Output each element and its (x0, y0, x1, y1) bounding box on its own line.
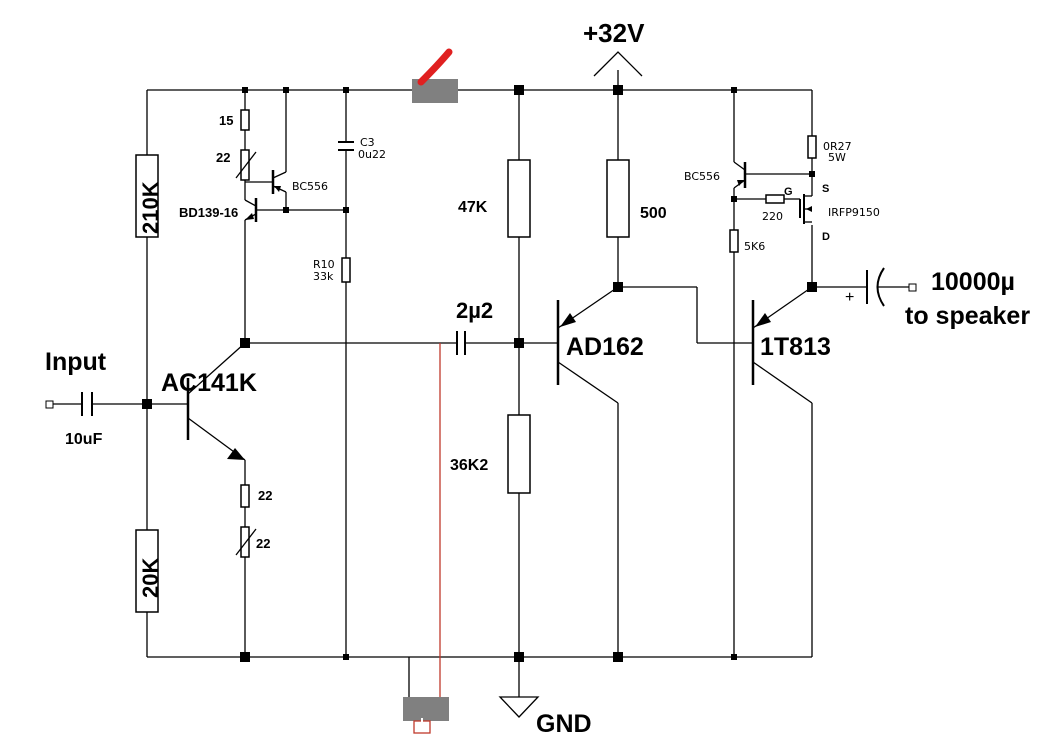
supply-ground-symbols (498, 51, 643, 718)
input-cap-label: 10uF (65, 431, 103, 448)
bc556-left-label: BC556 (292, 180, 328, 193)
c3-name-label: C3 (360, 136, 375, 149)
wires (53, 70, 909, 700)
input-terminal (45, 400, 54, 409)
r500-label: 500 (640, 205, 667, 222)
bias-bottom-label: 20K (138, 558, 163, 598)
input-label: Input (45, 348, 107, 376)
labels: +32V GND Input 10uF 10000µ to speaker 21… (45, 18, 1030, 738)
bc556-right-label: BC556 (684, 170, 720, 183)
resistor-r10 (341, 257, 351, 283)
r36k2-label: 36K2 (450, 457, 488, 474)
supply-label: +32V (583, 18, 645, 48)
transistors (186, 161, 813, 461)
resistor-0r27 (807, 135, 817, 159)
pot22-emitter-label: 22 (256, 536, 270, 551)
junction-dots (45, 85, 917, 662)
resistor-36k2 (507, 414, 531, 494)
output-note-label: to speaker (905, 302, 1030, 330)
resistor-5k6 (729, 229, 739, 253)
r5k6-label: 5K6 (744, 240, 765, 253)
probe-connector (403, 48, 458, 734)
resistor-22-emitter (240, 484, 250, 508)
q3-label: 1T813 (760, 333, 831, 361)
resistor-500 (606, 159, 630, 238)
output-terminal (908, 283, 917, 292)
resistor-47k (507, 159, 531, 238)
q2-label: AD162 (566, 333, 644, 361)
mosfet-label: IRFP9150 (828, 206, 880, 219)
r47k-label: 47K (458, 199, 488, 216)
pin-d-label: D (822, 231, 830, 243)
r22-emitter-label: 22 (258, 488, 272, 503)
r10-name-label: R10 (313, 258, 335, 271)
pot22-top-label: 22 (216, 150, 230, 165)
bias-top-label: 210K (138, 181, 163, 234)
capacitors (81, 141, 885, 416)
pin-s-label: S (822, 183, 829, 195)
ground-icon (498, 696, 540, 718)
c3-value-label: 0u22 (358, 148, 386, 161)
coupling-cap-label: 2µ2 (456, 298, 493, 323)
pot-22-top (240, 149, 250, 181)
supply-arrow-icon (593, 51, 643, 77)
resistor-15 (240, 109, 250, 131)
probe-block-bottom (403, 697, 449, 721)
pot-22-emitter (240, 526, 250, 558)
ground-label: GND (536, 710, 592, 738)
output-cap-label: 10000µ (931, 268, 1015, 296)
resistor-210k (135, 154, 159, 238)
r0r27-label-a: 0R27 (823, 140, 852, 153)
resistor-20k (135, 529, 159, 613)
resistor-220 (765, 194, 785, 204)
r15-label: 15 (219, 113, 233, 128)
r220-label: 220 (762, 210, 783, 223)
plus-label: + (845, 289, 854, 306)
probe-marker-icon (417, 48, 453, 86)
r0r27-label-b: 5W (828, 151, 846, 164)
resistors (135, 109, 817, 613)
q1-label: AC141K (161, 369, 257, 397)
pin-g-label: G (784, 186, 793, 198)
bd139-label: BD139-16 (179, 205, 238, 220)
r10-value-label: 33k (313, 270, 334, 283)
